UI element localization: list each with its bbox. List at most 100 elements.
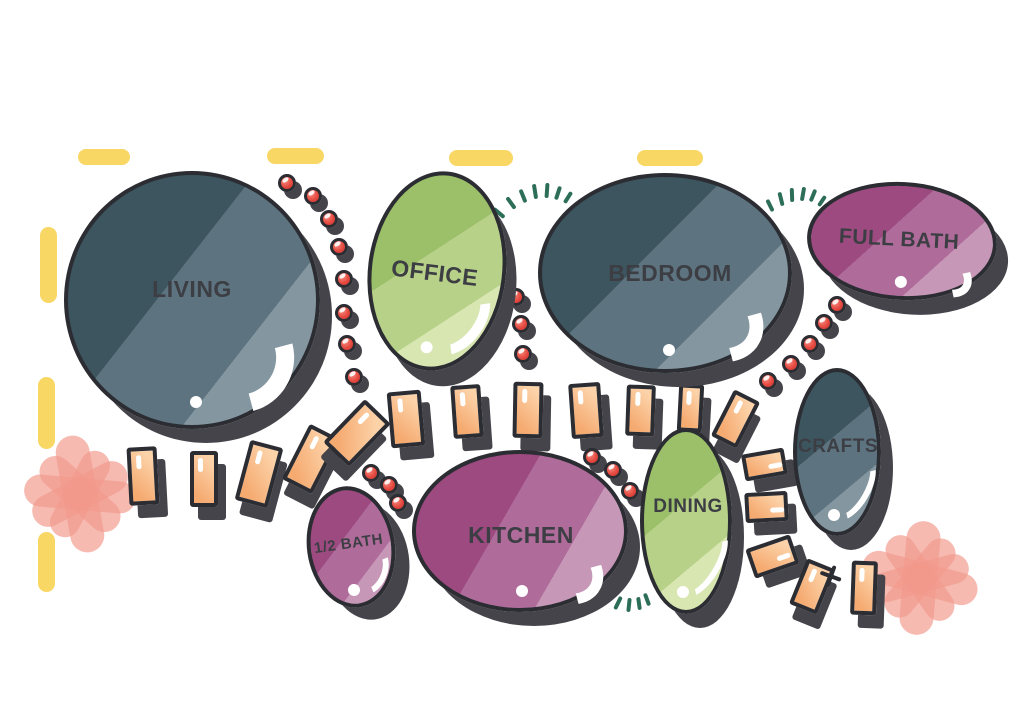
stepping-stone [450,383,484,439]
stone-gleam [577,389,584,405]
path-dot [512,315,530,333]
stepping-stone [323,398,391,468]
stone-gleam [396,398,404,414]
stone-gleam [859,568,865,583]
stone-gleam [308,434,320,450]
stone-gleam [521,389,528,404]
path-dot [335,304,353,322]
path-dot [304,187,322,205]
stone-gleam [459,391,466,407]
stepping-stone [568,381,604,439]
stone-gleam [685,390,692,405]
stone-gleam [769,507,784,513]
stone-gleam [254,449,263,465]
accent-ray [505,196,517,210]
accent-ray [636,596,642,611]
stone-gleam [634,391,640,406]
room-label-kitchen: KITCHEN [468,521,574,548]
path-dot [380,476,398,494]
accent-ray [789,187,795,203]
stone-gleam [731,399,743,415]
path-dot [362,464,380,482]
dot-gleam [307,189,316,197]
stepping-stone [710,389,760,449]
wall-dash [38,377,55,449]
gloss-dot [516,585,529,598]
accent-ray [562,190,574,205]
room-label-crafts: CRAFTS [797,436,879,457]
path-dot [345,368,363,386]
stepping-stone [234,439,284,509]
accent-ray [613,595,623,611]
room-bubble-bedroom: BEDROOM [538,173,792,381]
accent-ray [808,188,818,203]
room-label-living: LIVING [152,275,232,302]
dot-gleam [338,306,347,314]
room-label-bedroom: BEDROOM [608,259,732,286]
room-bubble-dining: DINING [640,428,738,614]
path-dot [389,494,407,512]
accent-ray [518,188,528,204]
path-dot [335,270,353,288]
wall-dash [78,149,130,165]
dot-gleam [831,298,840,306]
accent-ray [601,592,615,606]
stepping-stone [624,384,656,436]
gloss-highlight [164,282,314,433]
dot-gleam [785,357,794,365]
path-dot [801,335,819,353]
path-dot [828,296,846,314]
accent-ray [799,186,807,202]
dot-gleam [818,316,827,324]
stone-gleam [135,454,142,469]
stepping-stone [743,490,789,524]
accent-ray [777,191,785,207]
dot-gleam [333,240,342,248]
stepping-stone [676,383,704,433]
dot-gleam [383,478,392,486]
path-dot [815,314,833,332]
room-bubble-office: OFFICE [356,163,518,379]
path-dot [330,238,348,256]
room-label-office: OFFICE [389,254,480,291]
dot-gleam [517,347,526,355]
path-dot [320,210,338,228]
dot-gleam [624,484,633,492]
path-dot [278,174,296,192]
stone-gleam [357,411,371,426]
wall-dash [38,532,55,592]
wall-dash [267,148,324,164]
accent-ray [531,183,539,200]
stepping-stone [744,533,800,579]
dot-gleam [515,317,524,325]
stepping-stone [850,560,878,616]
wall-dash [449,150,513,166]
dot-gleam [348,370,357,378]
path-dot [338,335,356,353]
stepping-stone [386,389,426,449]
accent-ray [544,182,550,199]
path-dot [507,288,525,306]
room-bubble-living: LIVING [64,171,320,433]
room-bubble-crafts: CRAFTS [793,368,886,536]
path-dot [514,345,532,363]
stepping-stone [512,381,544,439]
dot-gleam [586,450,595,458]
wall-dash [637,150,703,166]
wall-dash [40,227,57,303]
stepping-stone [126,446,160,506]
gloss-dot [662,343,675,356]
dot-gleam [338,272,347,280]
path-dot [604,461,622,479]
room-bubble-full-bath: FULL BATH [804,177,1000,311]
stone-gleam [807,567,818,583]
path-dot [759,372,777,390]
room-bubble-kitchen: KITCHEN [412,450,628,619]
stone-gleam [198,458,204,473]
accent-ray [765,198,775,213]
stepping-stone [190,451,218,507]
gloss-dot [828,508,841,521]
accent-ray [553,185,563,201]
dot-gleam [392,496,401,504]
